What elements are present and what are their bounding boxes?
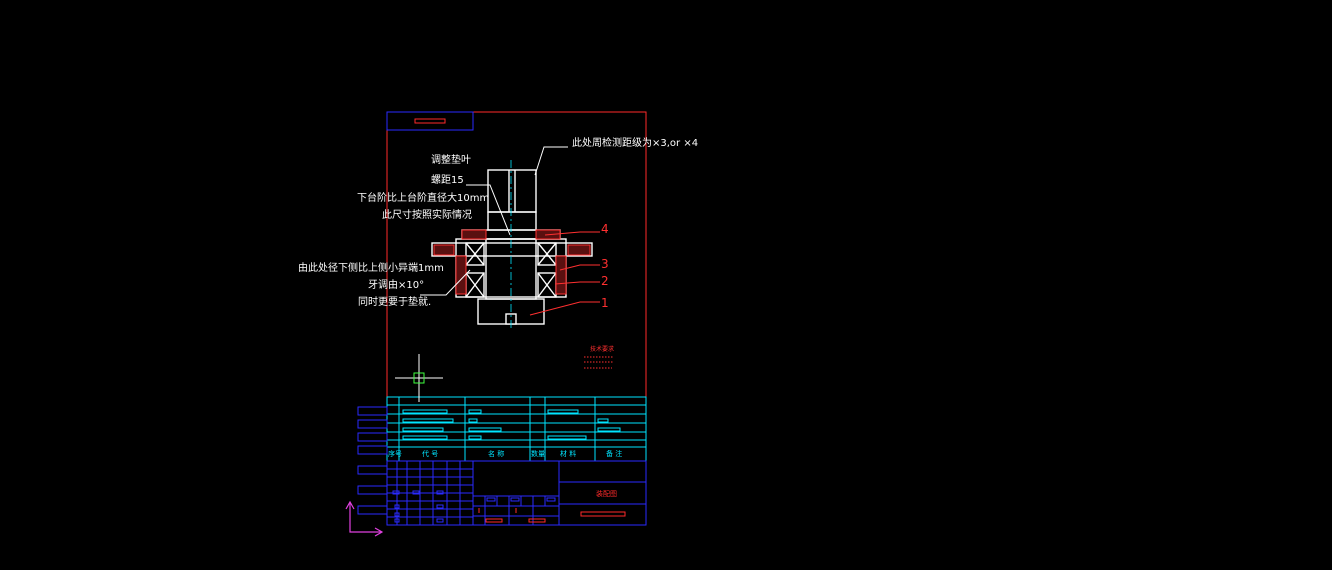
bom-header-index: 序号 <box>388 449 402 458</box>
part-number-2: 2 <box>601 274 609 288</box>
title-block-label: 装配图 <box>596 489 617 498</box>
note-top-right: 此处周检测距级为×3,or ×4 <box>572 136 698 149</box>
technical-requirements: 技术要求 <box>584 345 614 369</box>
note-left-1: 调整垫叶 <box>431 153 471 166</box>
part-number-3: 3 <box>601 257 609 271</box>
part-number-labels: 4 3 2 1 <box>601 222 609 310</box>
part-number-4: 4 <box>601 222 609 236</box>
technical-requirements-label: 技术要求 <box>590 345 614 353</box>
note-lower-2: 牙调由×10° <box>368 278 424 291</box>
ucs-axis-icon <box>345 500 384 537</box>
bom-header-code: 代 号 <box>422 449 438 458</box>
annotation-notes: 此处周检测距级为×3,or ×4 调整垫叶 螺距15 下台阶比上台阶直径大10m… <box>298 136 698 308</box>
crosshair-cursor-icon <box>395 354 443 402</box>
title-block-red-fields <box>478 508 626 523</box>
note-left-2: 螺距15 <box>431 174 464 186</box>
bom-header-qty: 数量 <box>531 449 545 458</box>
note-left-4: 此尺寸按照实际情况 <box>382 208 472 221</box>
leader-lines <box>420 146 600 316</box>
bom-header-material: 材 料 <box>560 449 576 458</box>
drawing-frame <box>386 111 647 398</box>
note-lower-1: 由此处径下侧比上侧小异端1mm <box>298 261 444 274</box>
bom-header-remark: 备 注 <box>606 449 622 458</box>
note-left-3: 下台阶比上台阶直径大10mm <box>357 191 489 204</box>
bom-header-name: 名 称 <box>488 449 504 458</box>
title-block <box>386 460 647 526</box>
note-lower-3: 同时更要于垫就. <box>358 295 431 308</box>
part-number-1: 1 <box>601 296 609 310</box>
